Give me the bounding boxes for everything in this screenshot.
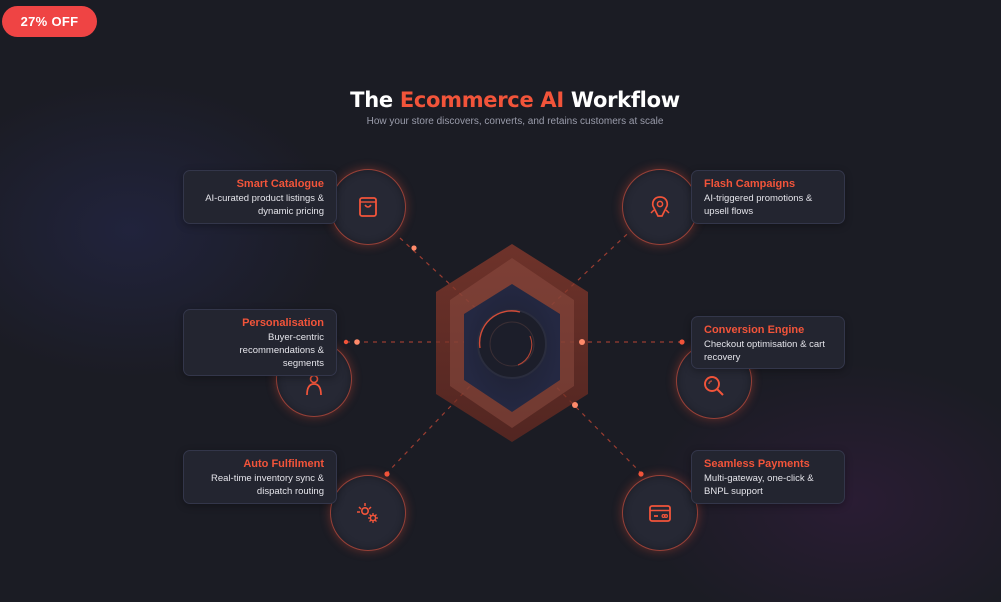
card-desc-line: BNPL support [704,486,763,497]
card-conversion-engine[interactable]: Conversion Engine Checkout optimisation … [691,316,845,369]
card-flash-campaigns[interactable]: Flash Campaigns AI-triggered promotions … [691,170,845,224]
card-desc-line: Multi-gateway, one-click & [704,473,814,484]
card-personalisation[interactable]: Personalisation Buyer-centric recommenda… [183,309,337,376]
card-seamless-payments[interactable]: Seamless Payments Multi-gateway, one-cli… [691,450,845,504]
search-icon [704,376,724,396]
card-desc-line: dispatch routing [256,486,324,497]
card-desc-line: AI-curated product listings & [205,193,324,204]
rocket-icon [650,196,670,217]
node-smart-catalogue[interactable] [330,169,406,245]
card-desc-line: Real-time inventory sync & [211,473,324,484]
card-desc-line: upsell flows [704,206,754,217]
node-seamless-payments[interactable] [622,475,698,551]
title-post: Workflow [563,88,680,112]
node-flash-campaigns[interactable] [622,169,698,245]
card-desc-line: dynamic pricing [258,206,324,217]
card-title: Flash Campaigns [704,178,796,190]
card-desc-line: Buyer-centric [268,332,324,343]
card-desc-line: Checkout optimisation & cart [704,339,825,350]
title-accent: Ecommerce AI [399,88,564,112]
card-title: Auto Fulfilment [243,458,324,470]
card-title: Seamless Payments [704,458,810,470]
shopping-bag-icon [359,197,377,217]
discount-badge[interactable]: 27% OFF [2,6,97,37]
card-title: Conversion Engine [704,324,805,336]
card-smart-catalogue[interactable]: Smart Catalogue AI-curated product listi… [183,170,337,224]
page-title: The Ecommerce AI Workflow [0,88,1001,112]
card-desc-line: recommendations & [239,345,324,356]
discount-badge-label: 27% OFF [20,14,79,29]
central-hub [436,244,588,446]
credit-card-icon [649,505,671,522]
card-title: Personalisation [242,317,324,329]
card-desc-line: AI-triggered promotions & [704,193,813,204]
gears-icon [357,503,378,523]
node-auto-fulfilment[interactable] [330,475,406,551]
card-title: Smart Catalogue [236,178,324,190]
card-desc-line: recovery [704,352,741,363]
card-auto-fulfilment[interactable]: Auto Fulfilment Real-time inventory sync… [183,450,337,504]
page-subtitle: How your store discovers, converts, and … [366,116,664,127]
card-desc-line: segments [282,358,324,369]
title-pre: The [350,88,400,112]
